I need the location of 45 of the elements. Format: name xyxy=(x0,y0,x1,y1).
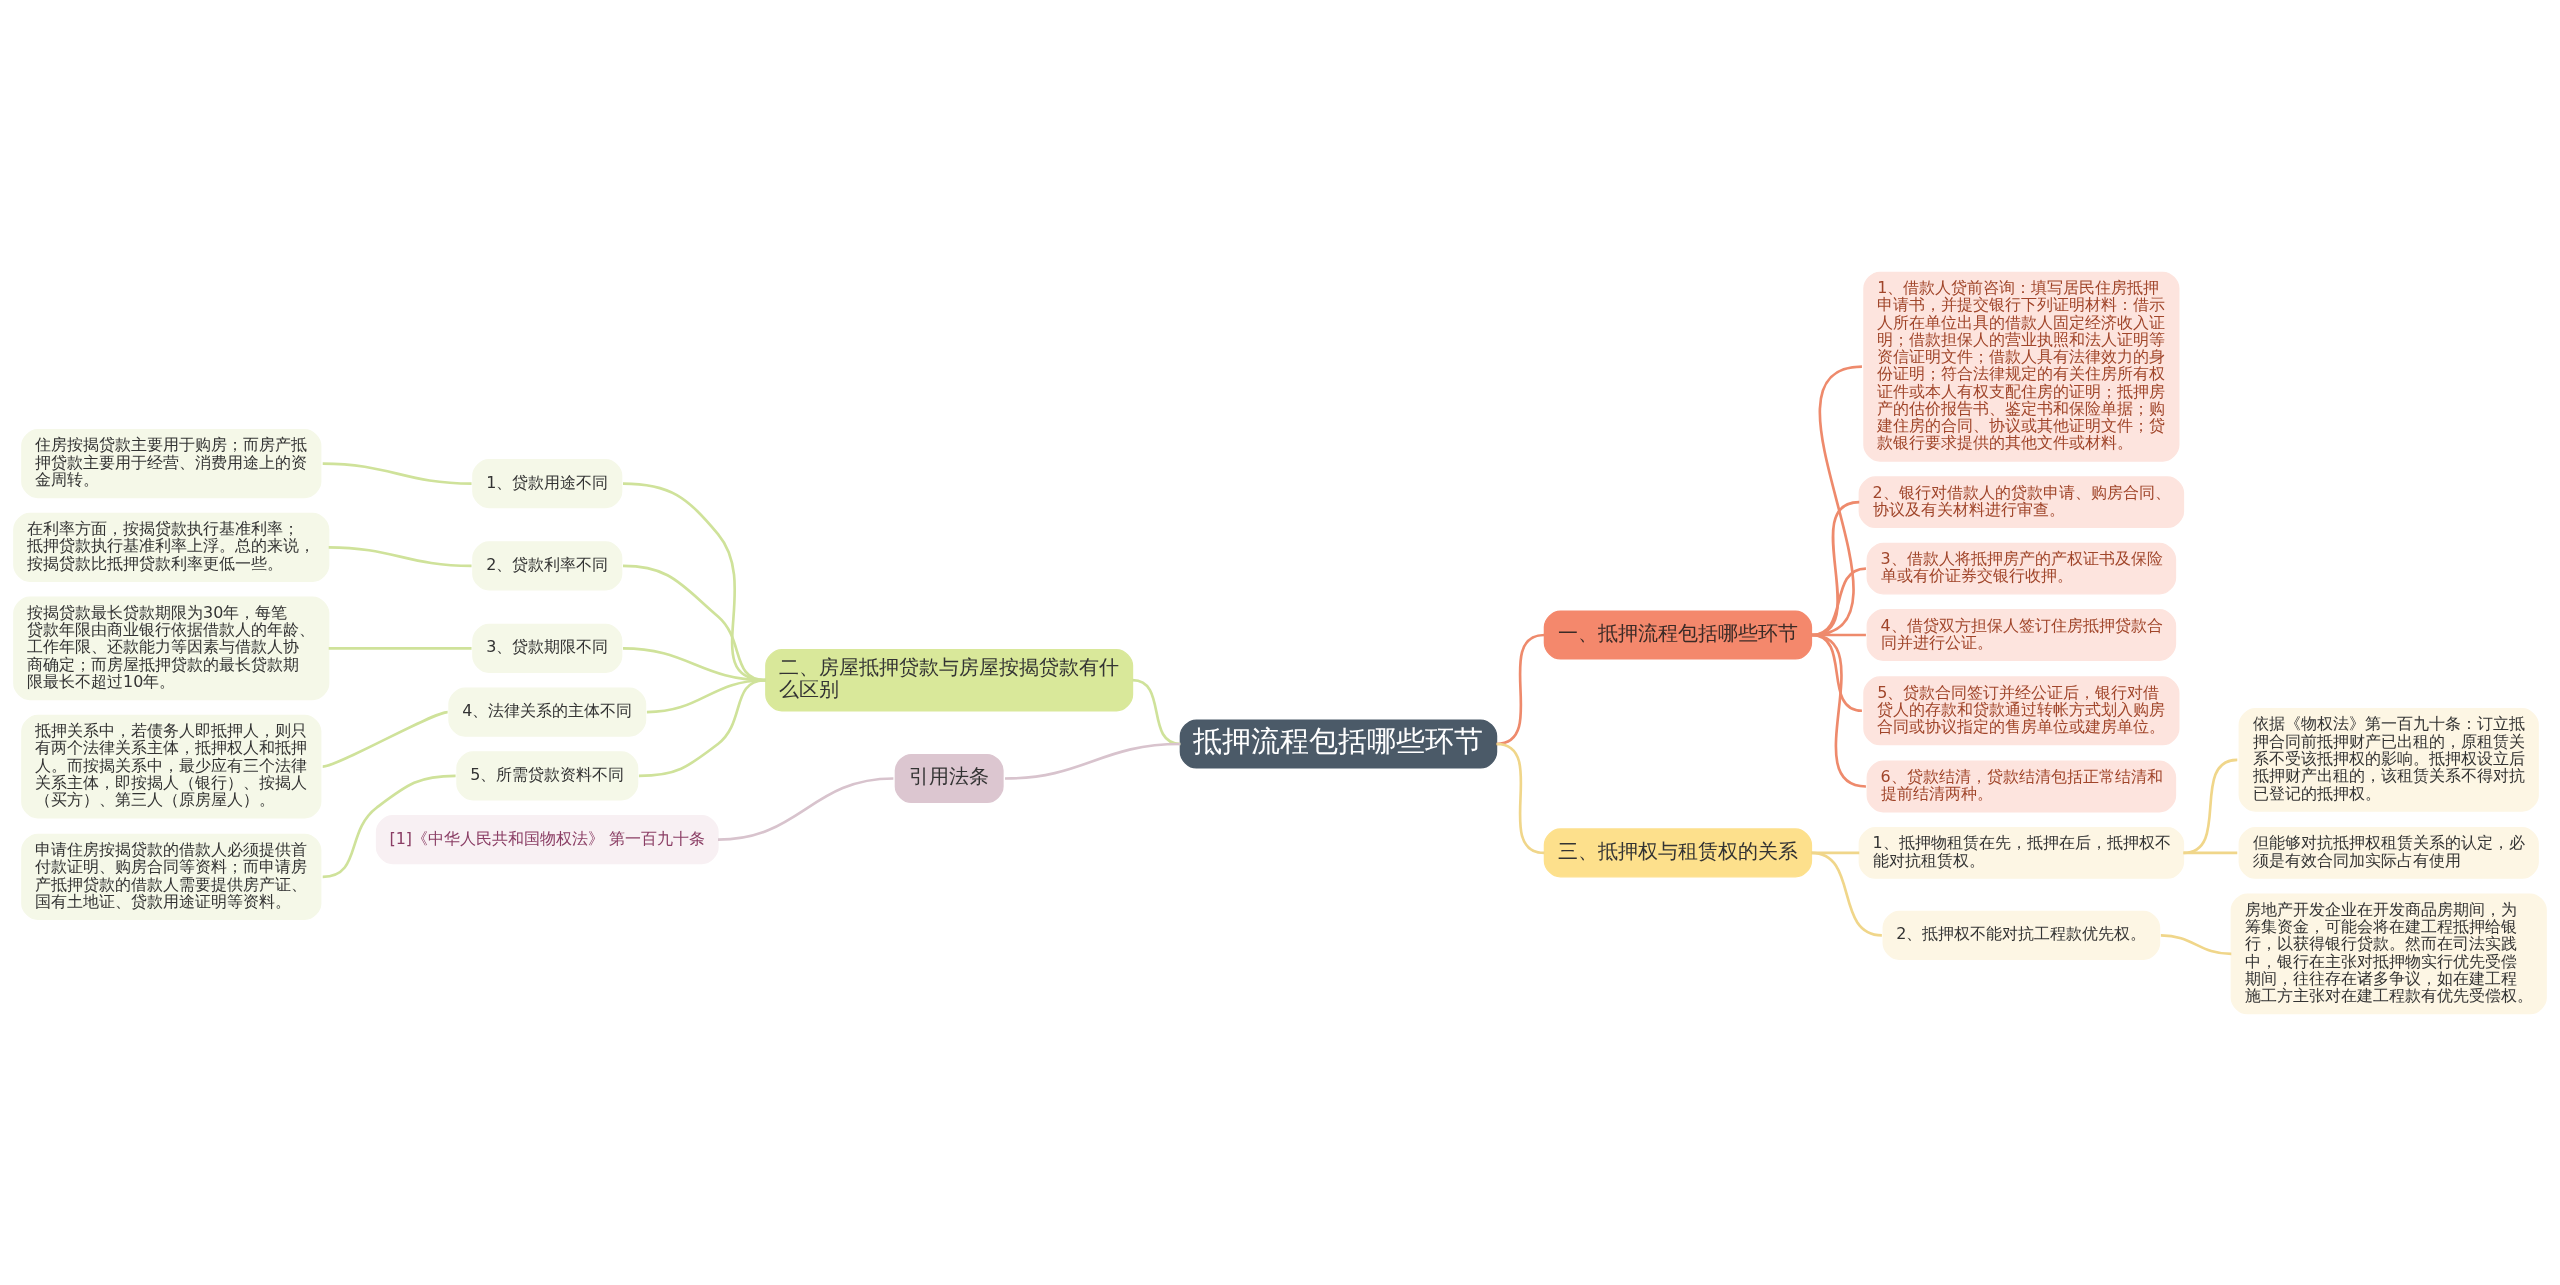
node-box: 一、抵押流程包括哪些环节 xyxy=(1543,609,1813,660)
node-box: 5、贷款合同签订并经公证后，银行对借贷人的存款和贷款通过转帐方式划入购房合同或协议指定的售房单位或建房单位。 xyxy=(1863,675,2180,745)
connector xyxy=(1496,742,1545,854)
node-box: 抵押流程包括哪些环节 xyxy=(1179,718,1498,769)
connector xyxy=(638,678,766,777)
node-box: 4、法律关系的主体不同 xyxy=(448,687,647,737)
node-box: 1、借款人贷前咨询：填写居民住房抵押申请书，并提交银行下列证明材料：借示人所在单位出具的借款人固定经济收入证明；借款担保人的营业执照和法人证明等资信证明文件；借款人具有法律效力的身份证明；符合法律规定的有关住房所有权证件或本人有权支配住房的证明；抵押房产的估价报告书、鉴定书和保险单据；购建住房的合同、协议或其他证明文件；贷款银行要求提供的其他文件或材料。 xyxy=(1863,271,2180,462)
connector xyxy=(1811,633,1863,712)
node-box: 2、抵押权不能对抗工程款优先权。 xyxy=(1882,910,2161,960)
connector xyxy=(322,710,448,768)
connector xyxy=(1811,566,1867,636)
node-box: [1]《中华人民共和国物权法》 第一百九十条 xyxy=(375,814,719,864)
node-box: 4、借贷双方担保人签订住房抵押贷款合同并进行公证。 xyxy=(1866,608,2177,661)
node-box: 住房按揭贷款主要用于购房；而房产抵押贷款主要用于经营、消费用途上的资金周转。 xyxy=(21,428,322,498)
connector xyxy=(1132,678,1181,745)
node-box: 6、贷款结清，贷款结清包括正常结清和提前结清两种。 xyxy=(1866,760,2177,812)
connector xyxy=(2160,933,2232,955)
node-box: 申请住房按揭贷款的借款人必须提供首付款证明、购房合同等资料；而申请房产抵押贷款的借款人需要提供房产证、国有土地证、贷款用途证明等资料。 xyxy=(21,833,322,920)
connector xyxy=(322,774,456,878)
connector xyxy=(1811,633,1867,788)
node-box: 按揭贷款最长贷款期限为30年，每笔贷款年限由商业银行依据借款人的年龄、工作年限、还款能力等因素与借款人协商确定；而房屋抵押贷款的最长贷款期限最长不超过10年。 xyxy=(13,596,330,700)
node-box: 引用法条 xyxy=(894,753,1004,803)
node-box: 抵押关系中，若债务人即抵押人，则只有两个法律关系主体，抵押权人和抵押人。而按揭关系中，最少应有三个法律关系主体，即按揭人（银行）、按揭人（买方）、第三人（原房屋人）。 xyxy=(21,714,322,818)
node-box: 2、银行对借款人的贷款申请、购房合同、协议及有关材料进行审查。 xyxy=(1858,475,2185,528)
node-box: 房地产开发企业在开发商品房期间，为筹集资金，可能会将在建工程抵押给银行，以获得银行贷款。然而在司法实践中，银行在主张对抵押物实行优先受偿期间，往往存在诸多争议，如在建工程施工方主张对在建工程款有优先受偿权。 xyxy=(2230,892,2547,1014)
connector xyxy=(322,461,472,485)
connector xyxy=(328,646,472,650)
connector xyxy=(1004,742,1181,780)
node-box: 3、借款人将抵押房产的产权证书及保险单或有价证券交银行收押。 xyxy=(1866,542,2177,594)
connector xyxy=(328,545,472,567)
node-box: 1、贷款用途不同 xyxy=(472,458,623,508)
node-box: 三、抵押权与租赁权的关系 xyxy=(1543,827,1813,877)
connector xyxy=(2183,758,2238,854)
node-box: 依据《物权法》第一百九十条：订立抵押合同前抵押财产已出租的，原租赁关系不受该抵押权的影响。抵押权设立后抵押财产出租的，该租赁关系不得对抗已登记的抵押权。 xyxy=(2238,707,2539,812)
node-box: 2、贷款利率不同 xyxy=(472,540,623,591)
connector xyxy=(2183,851,2238,854)
node-box: 但能够对抗抵押权租赁关系的认定，必须是有效合同加实际占有使用 xyxy=(2238,826,2539,879)
connector xyxy=(1496,633,1545,745)
connector xyxy=(717,776,894,841)
node-box: 二、房屋抵押贷款与房屋按揭贷款有什么区别 xyxy=(765,648,1134,711)
node-box: 5、所需贷款资料不同 xyxy=(456,750,639,800)
node-box: 1、抵押物租赁在先，抵押在后，抵押权不能对抗租赁权。 xyxy=(1858,826,2185,879)
node-box: 在利率方面，按揭贷款执行基准利率；抵押贷款执行基准利率上浮。总的来说，按揭贷款比抵押贷款利率更低一些。 xyxy=(13,512,330,582)
node-box: 3、贷款期限不同 xyxy=(472,623,623,673)
connector xyxy=(1811,851,1883,937)
